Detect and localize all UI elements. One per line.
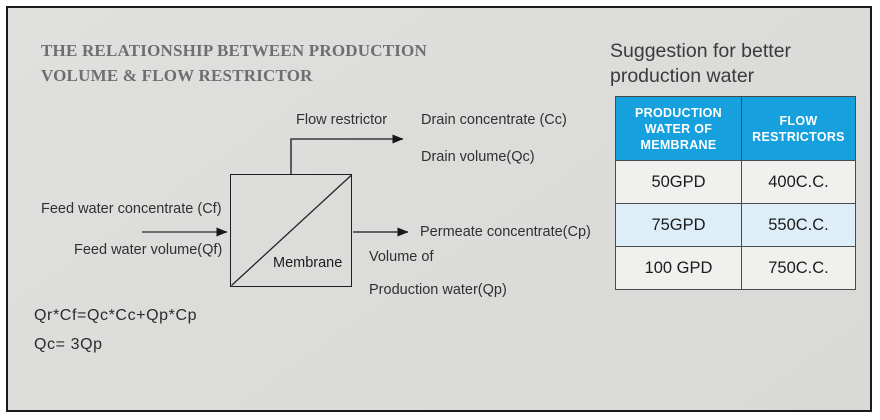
production-water-label: Production water(Qp)	[369, 282, 507, 298]
table-row: 75GPD 550C.C.	[615, 203, 856, 247]
drain-flow-arrow	[290, 134, 404, 175]
diagram-panel: THE RELATIONSHIP BETWEEN PRODUCTION VOLU…	[6, 6, 872, 412]
permeate-concentrate-label: Permeate concentrate(Cp)	[420, 224, 591, 240]
membrane-label: Membrane	[273, 255, 343, 271]
table-header-flow-restrictors-line-1: FLOW	[779, 113, 818, 128]
drain-volume-label: Drain volume(Qc)	[421, 149, 535, 165]
table-cell-membrane: 50GPD	[615, 160, 742, 204]
suggestion-heading-line-2: production water	[610, 65, 755, 87]
membrane-box	[230, 174, 352, 287]
table-cell-restrictor: 750C.C.	[741, 246, 856, 290]
membrane-diagonal-line	[231, 175, 352, 286]
feed-water-concentrate-label: Feed water concentrate (Cf)	[41, 201, 222, 217]
flow-restrictor-table: PRODUCTION WATER OF MEMBRANE FLOW RESTRI…	[615, 96, 856, 290]
formula-block: Qr*Cf=Qc*Cc+Qp*Cp Qc= 3Qp	[34, 301, 197, 359]
feed-water-volume-label: Feed water volume(Qf)	[74, 242, 223, 258]
diagram-connector-lines	[142, 134, 409, 286]
table-cell-membrane: 75GPD	[615, 203, 742, 247]
table-row: 100 GPD 750C.C.	[615, 246, 856, 290]
drain-concentrate-label: Drain concentrate (Cc)	[421, 112, 567, 128]
page-title-line-2: VOLUME & FLOW RESTRICTOR	[41, 66, 313, 85]
process-diagram: Membrane Flow restrictor Drain concentra…	[8, 8, 608, 414]
table-cell-membrane: 100 GPD	[615, 246, 742, 290]
table-header-flow-restrictors-line-2: RESTRICTORS	[752, 129, 845, 144]
table-header-flow-restrictors: FLOW RESTRICTORS	[741, 96, 856, 161]
table-header-production-water-line-2: WATER OF	[644, 121, 713, 136]
formula-mass-balance: Qr*Cf=Qc*Cc+Qp*Cp	[34, 307, 198, 324]
table-header-production-water-line-3: MEMBRANE	[640, 137, 717, 152]
flow-restrictor-label: Flow restrictor	[296, 112, 388, 128]
table-row: 50GPD 400C.C.	[615, 160, 856, 204]
volume-of-label: Volume of	[369, 249, 434, 265]
suggestion-heading-line-1: Suggestion for better	[610, 40, 792, 62]
formula-ratio: Qc= 3Qp	[34, 336, 103, 353]
table-header-production-water: PRODUCTION WATER OF MEMBRANE	[615, 96, 742, 161]
table-cell-restrictor: 550C.C.	[741, 203, 856, 247]
table-header-row: PRODUCTION WATER OF MEMBRANE FLOW RESTRI…	[615, 96, 856, 161]
page-title: THE RELATIONSHIP BETWEEN PRODUCTION VOLU…	[41, 38, 561, 88]
page-title-line-1: THE RELATIONSHIP BETWEEN PRODUCTION	[41, 41, 427, 60]
table-cell-restrictor: 400C.C.	[741, 160, 856, 204]
suggestion-heading: Suggestion for better production water	[610, 39, 860, 89]
table-header-production-water-line-1: PRODUCTION	[634, 105, 723, 120]
